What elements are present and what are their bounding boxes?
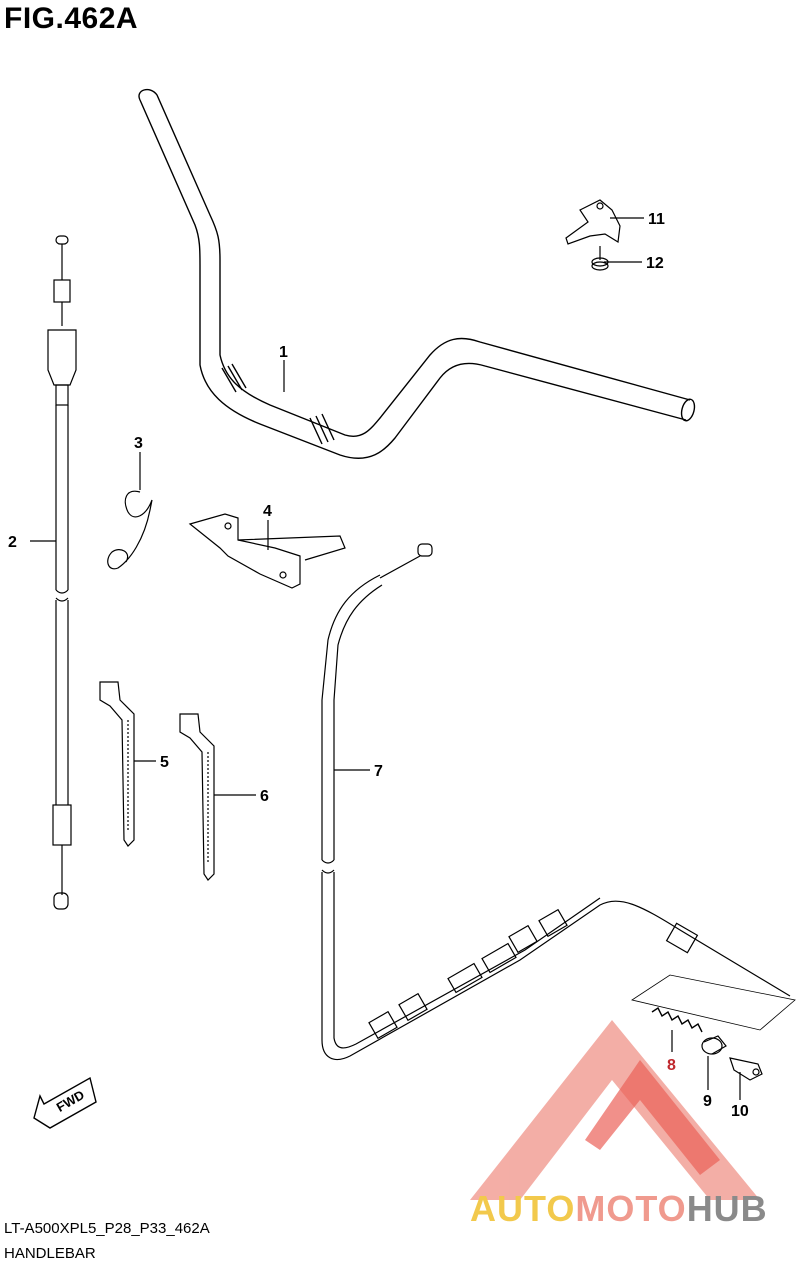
handlebar-part[interactable] (138, 88, 697, 459)
callout-3: 3 (134, 435, 143, 452)
callout-1: 1 (279, 344, 288, 361)
watermark-part-moto: MOTO (575, 1188, 687, 1229)
callout-11: 11 (648, 211, 665, 228)
bracket-part[interactable] (188, 513, 346, 589)
throttle-cable-part[interactable] (47, 235, 77, 910)
watermark-logo (470, 1020, 760, 1200)
callout-10: 10 (731, 1103, 749, 1120)
callout-9: 9 (703, 1093, 712, 1110)
leader-lines (30, 217, 741, 1100)
figure-title: FIG.462A (4, 2, 139, 35)
callout-4: 4 (263, 503, 272, 520)
diagram-name: HANDLEBAR (4, 1245, 96, 1262)
callout-8: 8 (667, 1057, 676, 1074)
lever-bracket-part[interactable] (565, 199, 621, 245)
cable-tie-6-part[interactable] (179, 713, 215, 881)
sleeve-part[interactable] (701, 1035, 727, 1055)
callout-12: 12 (646, 255, 664, 272)
adjuster-part[interactable] (729, 1057, 763, 1081)
callout-2: 2 (8, 534, 17, 551)
watermark-brand: AUTOMOTOHUB (470, 1188, 768, 1230)
callout-7: 7 (374, 763, 383, 780)
diagram-code: LT-A500XPL5_P28_P33_462A (4, 1220, 210, 1237)
spring-part[interactable] (651, 1006, 703, 1033)
clip-part[interactable] (107, 490, 153, 570)
screw-part[interactable] (591, 246, 609, 271)
callout-6: 6 (260, 788, 269, 805)
watermark-part-auto: AUTO (470, 1188, 576, 1229)
callout-5: 5 (160, 754, 169, 771)
exploded-view-frame (631, 974, 796, 1031)
forward-arrow-icon: FWD (33, 1076, 97, 1129)
watermark-part-hub: HUB (686, 1188, 768, 1229)
brake-cable-part[interactable] (321, 543, 791, 1061)
cable-tie-5-part[interactable] (99, 681, 135, 847)
